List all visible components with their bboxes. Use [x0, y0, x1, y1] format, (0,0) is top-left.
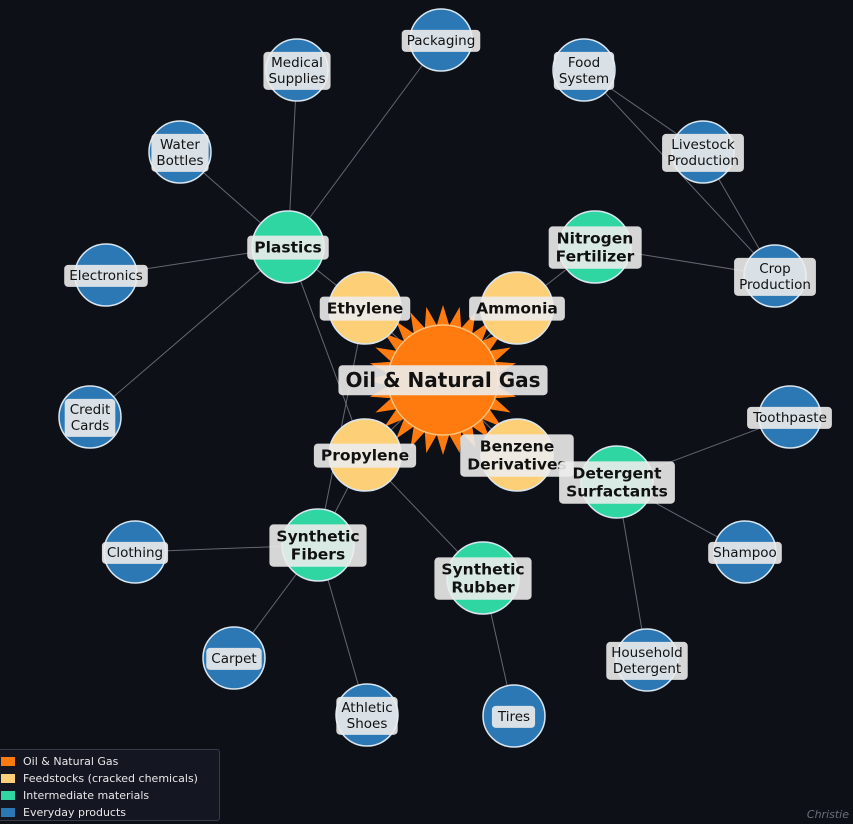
label-box	[460, 434, 574, 477]
node-label: Oil & Natural Gas	[345, 368, 540, 392]
label-oil: Oil & Natural Gas	[338, 365, 548, 396]
node-label: Propylene	[321, 447, 409, 465]
label-box	[269, 524, 367, 567]
label-box	[469, 296, 565, 321]
node-label: Shampoo	[713, 545, 777, 561]
label-box	[151, 133, 209, 172]
label-plastics: Plastics	[247, 235, 329, 260]
label-box	[313, 443, 417, 468]
label-box	[263, 51, 331, 90]
label-box	[401, 29, 481, 52]
legend: Oil & Natural Gas Feedstocks (cracked ch…	[0, 749, 220, 821]
node-label: Carpet	[211, 651, 256, 667]
label-electronics: Electronics	[64, 264, 148, 287]
edge-plastics-packaging	[287, 39, 442, 248]
label-box	[491, 705, 536, 728]
label-box	[247, 235, 329, 260]
node-label: Electronics	[69, 268, 143, 284]
label-box	[101, 541, 169, 564]
label-carpet: Carpet	[206, 647, 262, 670]
legend-item-product: Everyday products	[1, 804, 219, 821]
label-box	[319, 296, 411, 321]
legend-item-intermediate: Intermediate materials	[1, 787, 219, 804]
legend-label: Intermediate materials	[23, 789, 150, 802]
label-packaging: Packaging	[401, 29, 481, 52]
label-box	[553, 51, 615, 90]
legend-swatch	[1, 808, 15, 817]
node-label: Ethylene	[327, 300, 404, 318]
legend-label: Feedstocks (cracked chemicals)	[23, 772, 198, 785]
label-box	[206, 647, 262, 670]
node-label: Plastics	[254, 239, 322, 257]
label-box	[606, 641, 688, 680]
label-box	[64, 264, 148, 287]
node-label: Tires	[497, 709, 530, 725]
label-box	[662, 133, 744, 172]
label-box	[747, 406, 832, 429]
legend-label: Everyday products	[23, 806, 127, 819]
label-box	[548, 226, 642, 269]
node-label: Ammonia	[476, 300, 558, 318]
label-tires: Tires	[491, 705, 536, 728]
label-box	[64, 398, 116, 437]
edge-ethylene-fibers	[317, 307, 366, 546]
label-toothpaste: Toothpaste	[747, 406, 832, 429]
credit-watermark: Christie	[806, 808, 849, 821]
label-shampoo: Shampoo	[708, 541, 782, 564]
edge-propylene-plastics	[287, 246, 366, 456]
label-ethylene: Ethylene	[319, 296, 411, 321]
legend-swatch	[1, 757, 15, 766]
label-clothing: Clothing	[101, 541, 169, 564]
label-ammonia: Ammonia	[469, 296, 565, 321]
label-box	[559, 461, 675, 504]
label-box	[338, 365, 548, 396]
label-box	[708, 541, 782, 564]
label-propylene: Propylene	[313, 443, 417, 468]
node-label: Toothpaste	[752, 410, 827, 426]
edge-plastics-credit	[89, 246, 289, 418]
legend-item-source: Oil & Natural Gas	[1, 753, 219, 770]
legend-swatch	[1, 774, 15, 783]
node-label: Packaging	[407, 33, 476, 49]
legend-label: Oil & Natural Gas	[23, 755, 119, 768]
node-label: Clothing	[107, 545, 163, 561]
legend-item-feedstock: Feedstocks (cracked chemicals)	[1, 770, 219, 787]
label-box	[734, 257, 816, 296]
legend-swatch	[1, 791, 15, 800]
label-box	[434, 557, 532, 600]
labels: Oil & Natural Gas Ethylene AmmoniaPropylen…	[64, 29, 832, 735]
label-box	[336, 696, 398, 735]
